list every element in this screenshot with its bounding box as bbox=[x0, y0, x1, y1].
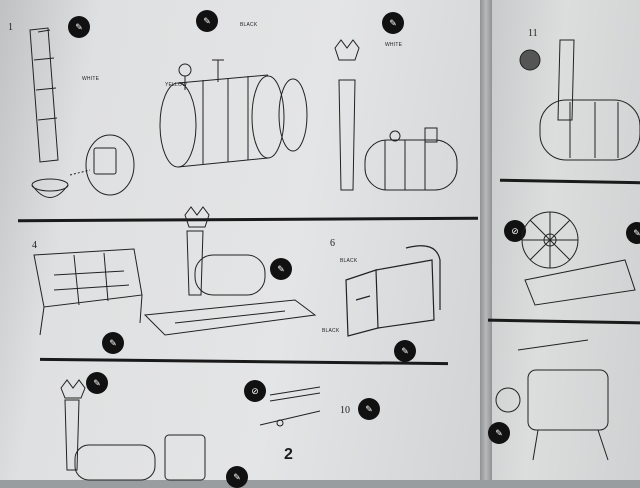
instruction-sheet-left bbox=[0, 0, 482, 480]
frame-assembly-drawing bbox=[33, 248, 143, 336]
glue-tube-icon: ✎ bbox=[196, 10, 218, 32]
no-glue-icon: ⊘ bbox=[504, 220, 526, 242]
motion-parts-drawing bbox=[495, 339, 609, 461]
boiler-drum-drawing bbox=[159, 59, 308, 168]
page-number: 2 bbox=[284, 446, 293, 463]
glue-tube-icon: ✎ bbox=[358, 398, 380, 420]
chassis-drawing bbox=[143, 206, 317, 336]
glue-tube-icon: ✎ bbox=[270, 258, 292, 280]
color-label-white: WHITE bbox=[385, 42, 403, 48]
step-number-4: 4 bbox=[32, 240, 37, 251]
wheel-assembly-drawing bbox=[521, 211, 636, 306]
stack-assembly-drawing bbox=[29, 27, 135, 198]
glue-tube-icon: ✎ bbox=[68, 16, 90, 38]
glue-tube-icon: ✎ bbox=[382, 12, 404, 34]
glue-tube-icon: ✎ bbox=[626, 222, 640, 244]
right-boiler-drawing bbox=[519, 39, 640, 161]
color-label-black: BLACK bbox=[340, 258, 358, 264]
color-label-black: BLACK bbox=[322, 328, 340, 334]
glue-tube-icon: ✎ bbox=[86, 372, 108, 394]
page-gutter bbox=[480, 0, 492, 480]
glue-tube-icon: ✎ bbox=[488, 422, 510, 444]
no-glue-icon: ⊘ bbox=[244, 380, 266, 402]
glue-tube-icon: ✎ bbox=[394, 340, 416, 362]
glue-tube-icon: ✎ bbox=[226, 466, 248, 488]
color-label-yellow: YELLOW bbox=[165, 82, 188, 88]
step-number-11: 11 bbox=[528, 28, 538, 39]
step-number-10: 10 bbox=[340, 405, 350, 416]
chimney-boiler-drawing bbox=[60, 379, 206, 481]
color-label-black: BLACK bbox=[240, 22, 258, 28]
axle-parts-drawing bbox=[259, 386, 321, 427]
color-label-white: WHITE bbox=[82, 76, 100, 82]
engine-assembly-drawing bbox=[334, 39, 458, 191]
cab-drawing bbox=[345, 245, 441, 337]
step-number-1: 1 bbox=[8, 22, 13, 33]
step-number-6: 6 bbox=[330, 238, 335, 249]
glue-tube-icon: ✎ bbox=[102, 332, 124, 354]
